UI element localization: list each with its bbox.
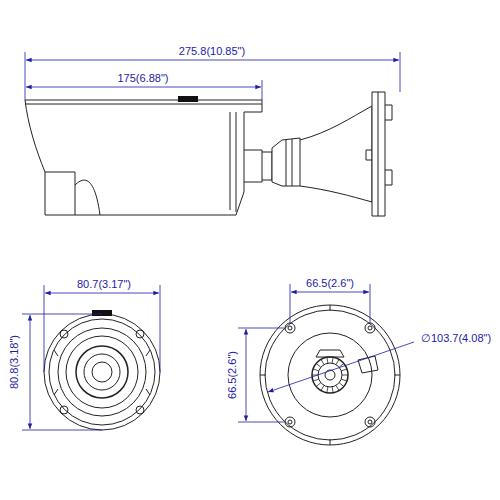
dimension-label: 275.8(10.85") bbox=[177, 45, 247, 58]
mount-view bbox=[260, 305, 400, 445]
front-view bbox=[44, 314, 160, 430]
connector-tooth bbox=[316, 383, 321, 387]
connector-tooth bbox=[327, 387, 328, 393]
sun-tab-front bbox=[92, 310, 112, 316]
connector-tooth bbox=[336, 359, 339, 364]
connector-tooth bbox=[339, 383, 344, 387]
dimension-label: 80.8(3.18") bbox=[8, 333, 21, 391]
dimension-label: ∅103.7(4.08") bbox=[419, 332, 493, 345]
dimension-lines bbox=[22, 52, 414, 430]
dimension-label: 80.7(3.17") bbox=[75, 278, 133, 291]
connector-tooth bbox=[321, 359, 324, 364]
connector-tooth bbox=[342, 375, 348, 376]
connector-tooth bbox=[313, 379, 319, 381]
connector-tooth bbox=[316, 363, 321, 367]
dimension-label: 66.5(2.6") bbox=[304, 277, 356, 290]
dimension-label: 66.5(2.6") bbox=[226, 349, 239, 401]
side-view bbox=[25, 92, 392, 216]
connector-tooth bbox=[321, 385, 324, 390]
connector-tooth bbox=[341, 379, 347, 381]
connector-tooth bbox=[332, 387, 333, 393]
connector-tooth bbox=[327, 357, 328, 363]
connector-tooth bbox=[341, 369, 347, 371]
sun-tab bbox=[178, 96, 198, 102]
dimension-label: 175(6.88") bbox=[116, 72, 171, 85]
connector-tooth bbox=[313, 369, 319, 371]
connector-tooth bbox=[332, 357, 333, 363]
connector-tooth bbox=[336, 385, 339, 390]
